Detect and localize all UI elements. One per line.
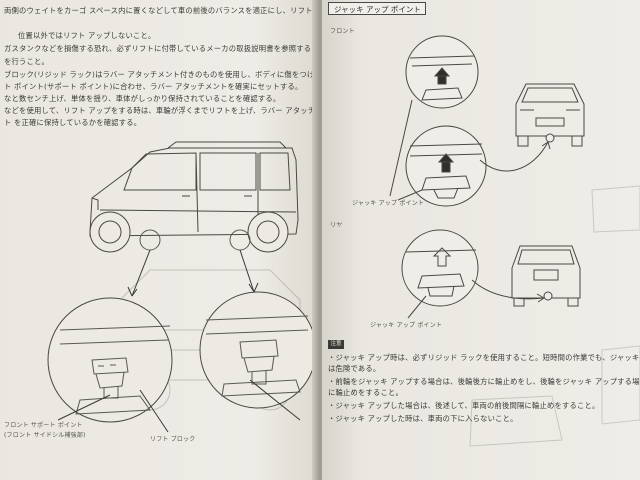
caution-line-3: ・前輪をジャッキ アップする場合は、後輪後方に輪止めをし、後輪をジャッキ アップ…: [328, 377, 640, 386]
jack-point-label-front: ジャッキ アップ ポイント: [352, 200, 425, 207]
front-support-detail-circle: [47, 297, 173, 423]
right-page: ジャッキ アップ ポイント フロント リヤ: [322, 0, 640, 480]
rear-heading: リヤ: [330, 222, 343, 229]
body-line-1: 両側のウェイトをカーゴ スペース内に置くなどして車の前後のバランスを適正にし、リ…: [4, 6, 318, 15]
body-line-8: などを使用して、リフト アップをする時は、車輪が浮くまでリフトを上げ、ラバー ア…: [4, 106, 316, 115]
caution-line-5: ・ジャッキ アップした場合は、後述して、車両の前後間隔に輪止めをすること。: [328, 401, 600, 410]
body-line-3: ガスタンクなどを損傷する恐れ、必ずリフトに付帯しているメーカの取扱説明書を参照す…: [4, 44, 318, 53]
caution-line-1: ・ジャッキ アップ時は、必ずリジッド ラックを使用すること。短時間の作業でも、ジ…: [328, 353, 640, 362]
body-line-9: ト を正確に保持しているかを確認する。: [4, 118, 142, 127]
front-support-sub-label: (フロント サイドシル補強部): [4, 432, 86, 439]
front-lift-point-marker: [139, 229, 161, 251]
caution-line-2: は危険である。: [328, 364, 381, 373]
lift-block-label: リフト ブロック: [150, 436, 196, 443]
body-line-7: なと数センチ上げ、単体を揺り、車体がしっかり保持されていることを確認する。: [4, 94, 281, 103]
section-title: ジャッキ アップ ポイント: [328, 2, 426, 15]
jack-point-label-rear: ジャッキ アップ ポイント: [370, 322, 443, 329]
body-line-5: ブロック(リジッド ラック)はラバー アタッチメント付きのものを使用し、ボディに…: [4, 70, 315, 79]
front-heading: フロント: [330, 28, 355, 35]
front-jack-detail-upper: [405, 35, 479, 109]
jack-point-diagram: [389, 35, 640, 447]
caution-line-6: ・ジャッキ アップした時は、車両の下に入らないこと。: [328, 414, 518, 423]
rear-lift-point-marker: [229, 229, 251, 251]
rear-support-detail-circle: [199, 291, 317, 409]
front-jack-detail-lower: [405, 125, 487, 207]
rear-jack-detail: [401, 229, 479, 307]
body-line-6: ト ポイント(サポート ポイント)に合わせ、ラバー アタッチメントを確実にセット…: [4, 82, 303, 91]
body-line-4: を行うこと。: [4, 57, 49, 66]
vehicle-side-view: [89, 141, 299, 253]
front-vehicle-view: [515, 83, 585, 147]
caution-badge: 注意: [328, 340, 344, 349]
caution-line-4: に輪止めをすること。: [328, 388, 403, 397]
rear-vehicle-view: [511, 245, 581, 307]
front-support-label: フロント サポート ポイント: [4, 422, 83, 429]
vehicle-lift-diagram: [47, 141, 317, 433]
left-page: 両側のウェイトをカーゴ スペース内に置くなどして車の前後のバランスを適正にし、リ…: [0, 0, 318, 480]
body-line-2: 位置以外ではリフト アップしないこと。: [18, 31, 156, 40]
